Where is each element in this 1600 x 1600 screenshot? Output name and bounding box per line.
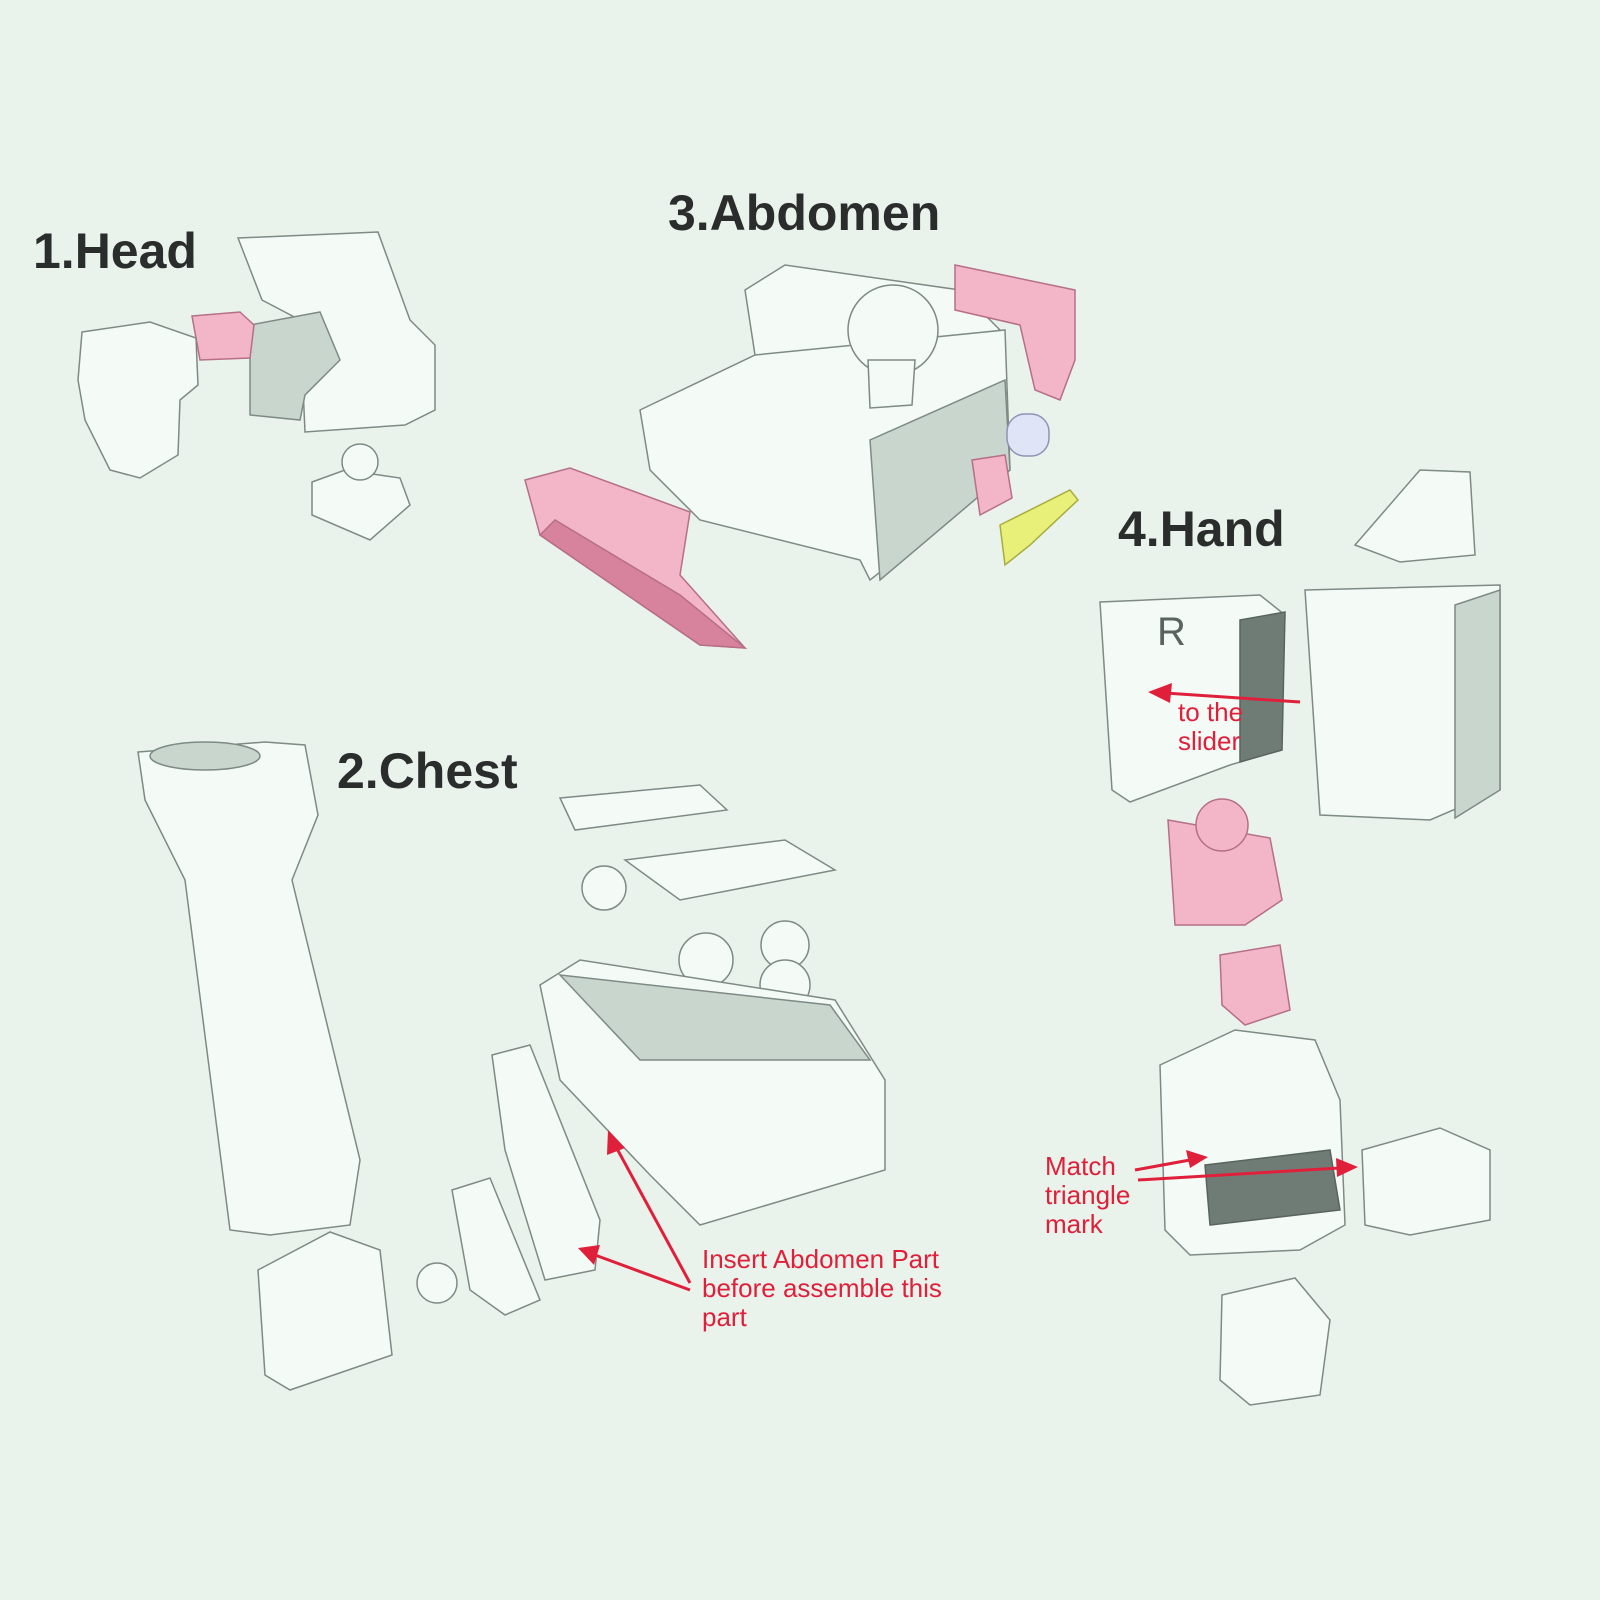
abdomen-note-line: before assemble this — [702, 1273, 942, 1303]
hand-pink-small — [1219, 944, 1291, 1026]
head-helmet — [236, 231, 436, 433]
slider-note: to the slider — [1178, 698, 1243, 756]
triangle-arrow-1 — [1134, 1158, 1191, 1172]
chest-ball-5 — [416, 1262, 458, 1304]
abdomen-arrowhead-2 — [578, 1245, 600, 1265]
triangle-note-line: triangle — [1045, 1180, 1131, 1210]
section-title-hand: 4.Hand — [1118, 501, 1285, 557]
triangle-arrow-2 — [1137, 1166, 1341, 1182]
chest-parts — [137, 741, 886, 1391]
hand-thumb — [1353, 469, 1476, 563]
slider-note-line: to the — [1178, 697, 1244, 727]
chest-ball-1 — [581, 865, 627, 911]
abdomen-pink-front-edge — [538, 519, 748, 649]
hand-slider-side — [1239, 611, 1286, 763]
abdomen-ball-stem — [867, 359, 916, 409]
hand-letter-mark: R — [1157, 610, 1186, 654]
section-title-head: 1.Head — [33, 223, 197, 279]
head-face — [77, 321, 199, 479]
head-ball-joint — [341, 443, 379, 481]
head-parts — [77, 231, 436, 541]
hand-pink-joint — [1167, 819, 1283, 926]
chest-arm-tube — [137, 741, 361, 1236]
chest-side-plate — [491, 1044, 601, 1281]
chest-mid-plate — [623, 839, 838, 901]
abdomen-parts — [524, 264, 1080, 649]
triangle-arrowhead-1 — [1186, 1150, 1208, 1168]
slider-arrow — [1164, 691, 1301, 704]
abdomen-arrow-1 — [613, 1144, 692, 1284]
abdomen-arrowhead-1 — [607, 1130, 625, 1155]
chest-shoulder-block — [257, 1231, 393, 1391]
chest-tube-hole — [149, 741, 261, 771]
abdomen-arrow-2 — [594, 1253, 691, 1292]
abdomen-note-line: Insert Abdomen Part — [702, 1244, 940, 1274]
chest-body-top — [558, 974, 872, 1061]
slider-note-line: slider — [1178, 726, 1241, 756]
triangle-arrowhead-2 — [1336, 1158, 1358, 1177]
hand-pink-ball — [1195, 798, 1249, 852]
abdomen-blue-pin — [1006, 413, 1050, 457]
abdomen-insert-note: Insert Abdomen Part before assemble this… — [702, 1245, 942, 1332]
head-helmet-inner — [249, 311, 341, 421]
abdomen-note-line: part — [702, 1302, 747, 1332]
slider-arrowhead — [1148, 683, 1172, 703]
triangle-note: Match triangle mark — [1045, 1152, 1130, 1239]
section-title-abdomen: 3.Abdomen — [668, 185, 941, 241]
section-title-chest: 2.Chest — [337, 743, 518, 799]
abdomen-pink-small — [971, 454, 1013, 517]
hand-palm-side — [1454, 588, 1501, 820]
triangle-note-line: Match — [1045, 1151, 1116, 1181]
head-pink-piece — [191, 311, 255, 361]
chest-small-bracket — [451, 1177, 541, 1316]
annotation-arrows — [578, 683, 1358, 1292]
hand-wrist-cap — [1361, 1127, 1491, 1236]
hand-wrist-frame — [1159, 1029, 1346, 1256]
triangle-note-line: mark — [1045, 1209, 1103, 1239]
chest-top-plate — [558, 784, 729, 831]
abdomen-pink-back — [954, 264, 1076, 401]
hand-wrist-joint — [1219, 1277, 1331, 1406]
abdomen-yellow-piece — [999, 489, 1080, 567]
hand-parts — [1099, 469, 1501, 1406]
abdomen-body-side — [869, 378, 1011, 582]
